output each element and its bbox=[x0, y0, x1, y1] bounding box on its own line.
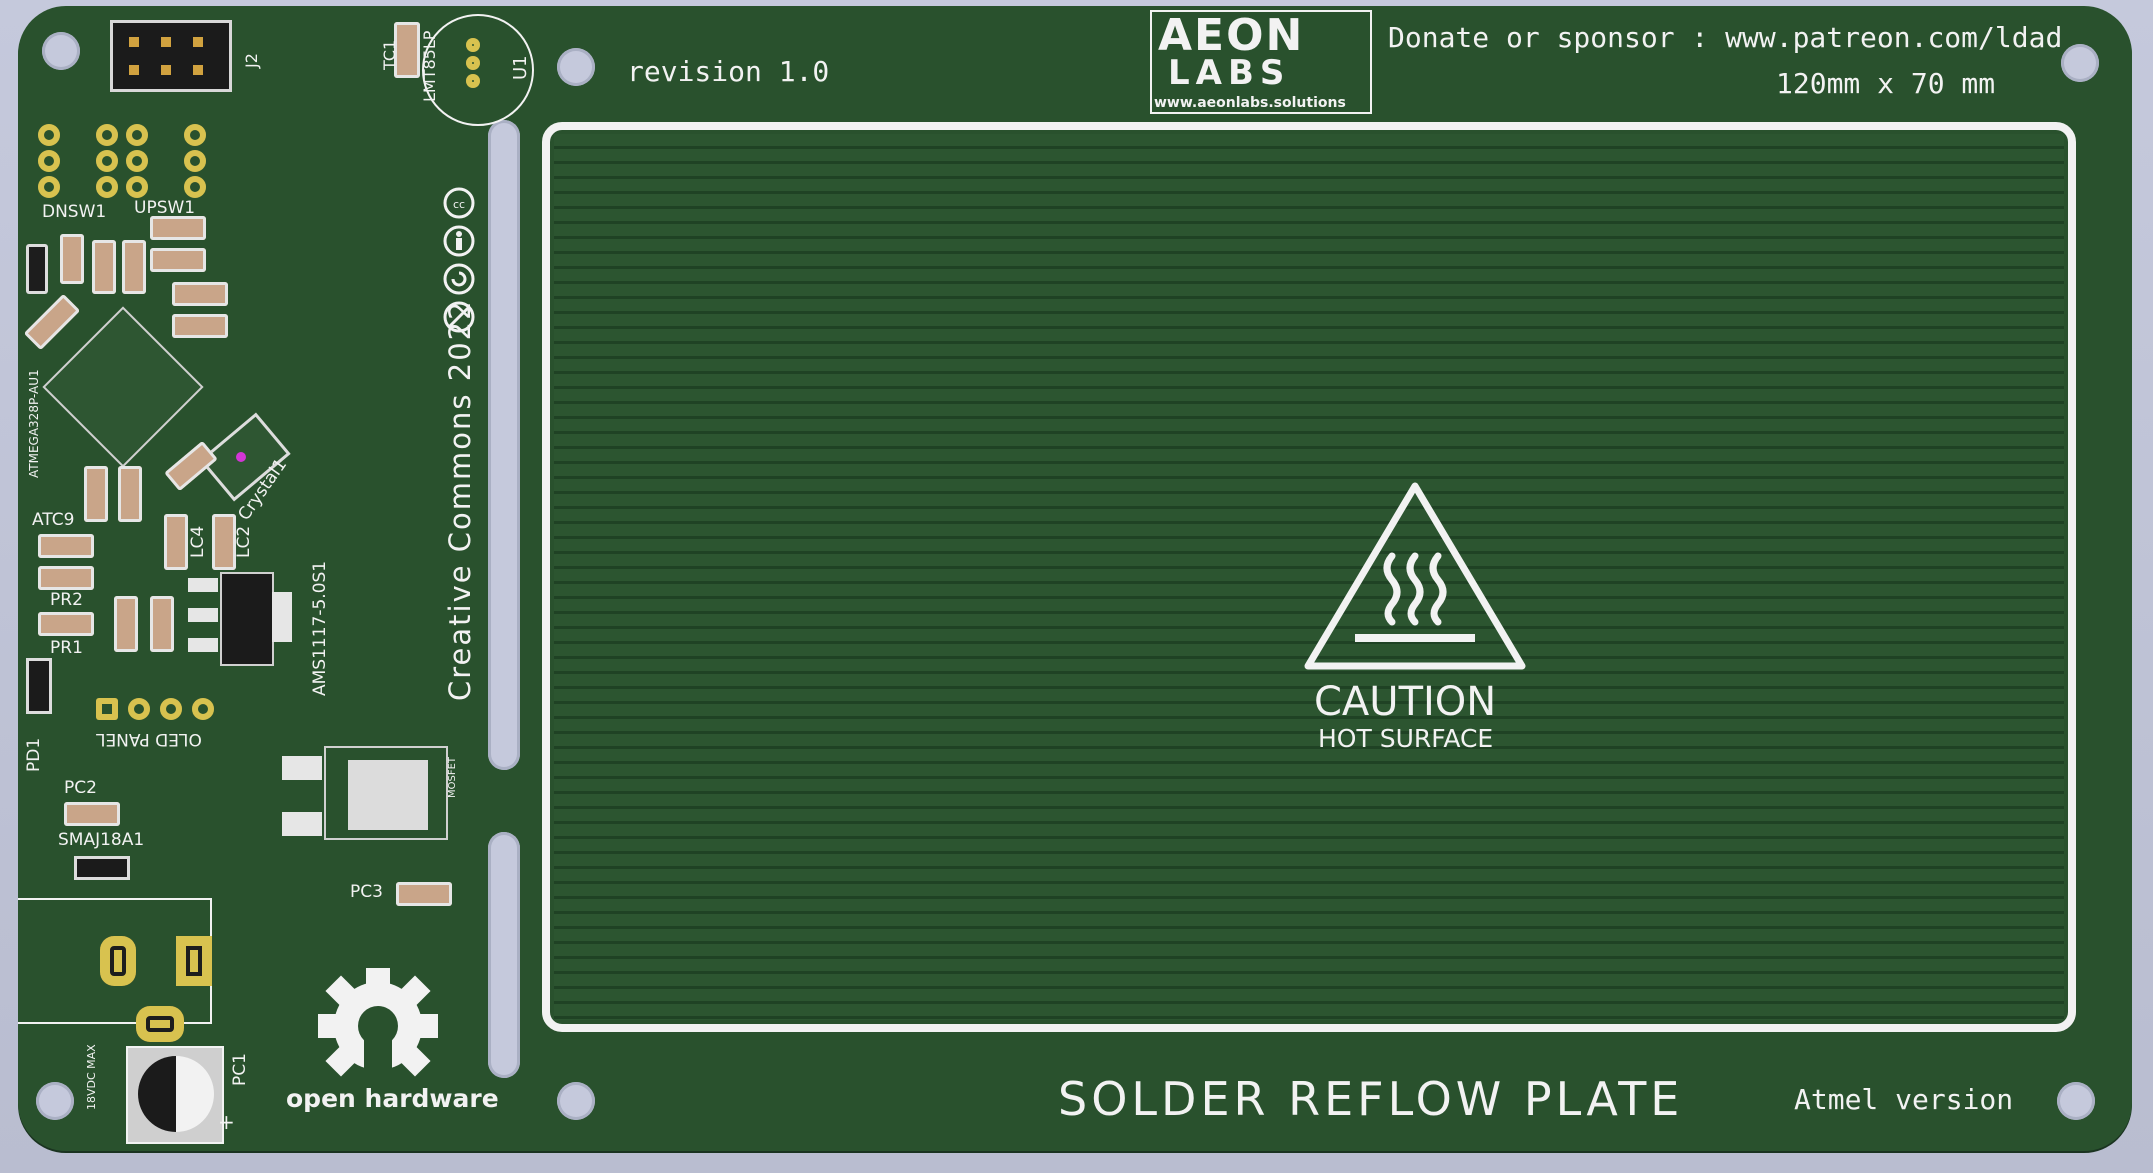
ref-u1: U1 bbox=[510, 55, 531, 80]
donate-label: Donate or sponsor : www.patreon.com/ldad bbox=[1388, 21, 2063, 54]
ref-j2: J2 bbox=[242, 53, 261, 68]
input-rating-label: 18VDC MAX bbox=[85, 1044, 98, 1110]
resistor bbox=[60, 234, 84, 284]
capacitor-atc9 bbox=[38, 534, 94, 558]
tvs-smaj18a1 bbox=[74, 856, 130, 880]
dc-jack-pad bbox=[100, 936, 136, 986]
ref-ams1117: AMS1117-5.0S1 bbox=[310, 560, 330, 696]
mounting-hole bbox=[36, 1082, 74, 1120]
capacitor-lc2 bbox=[212, 514, 236, 570]
heater-trace-area bbox=[554, 134, 2064, 1020]
capacitor-pc1 bbox=[126, 1046, 224, 1144]
oled-pad bbox=[192, 698, 214, 720]
noncommercial-icon bbox=[443, 301, 475, 333]
mosfet-label: MOSFET bbox=[447, 756, 458, 798]
aeon-labs-logo: AEON LABS www.aeonlabs.solutions bbox=[1150, 10, 1372, 114]
resistor bbox=[172, 314, 228, 338]
resistor bbox=[122, 240, 146, 294]
oled-pad bbox=[160, 698, 182, 720]
dimensions-label: 120mm x 70 mm bbox=[1776, 67, 1996, 100]
hot-surface-label: HOT SURFACE bbox=[1318, 724, 1494, 753]
caution-label: CAUTION bbox=[1314, 679, 1497, 725]
capacitor-pc3 bbox=[396, 882, 452, 906]
resistor bbox=[172, 282, 228, 306]
pcb-board: CAUTION HOT SURFACE revision 1.0 Donate … bbox=[18, 6, 2132, 1151]
resistor-pr2 bbox=[38, 612, 94, 636]
open-hardware-gear-icon bbox=[318, 968, 438, 1088]
ref-atc9: ATC9 bbox=[32, 510, 75, 530]
dc-jack-pad bbox=[176, 936, 212, 986]
ref-pd1: PD1 bbox=[24, 737, 44, 772]
j2-header bbox=[110, 20, 232, 92]
ref-dnsw1: DNSW1 bbox=[42, 202, 107, 222]
resistor bbox=[23, 293, 81, 351]
logo-labs-text: LABS bbox=[1168, 53, 1291, 93]
share-alike-icon bbox=[443, 263, 475, 295]
ref-tc1: TC1 bbox=[380, 39, 399, 70]
ref-pc1: PC1 bbox=[230, 1053, 250, 1086]
dc-jack-pad bbox=[136, 1006, 184, 1042]
resistor bbox=[118, 466, 142, 522]
ref-pr2: PR2 bbox=[50, 590, 83, 610]
svg-text:cc: cc bbox=[453, 198, 465, 211]
attribution-icon bbox=[443, 225, 475, 257]
led-pd1 bbox=[26, 658, 52, 714]
polarity-plus: + bbox=[218, 1110, 235, 1134]
license-label: Creative Commons 2022 bbox=[443, 299, 477, 701]
diode bbox=[26, 244, 48, 294]
ref-smaj18a1: SMAJ18A1 bbox=[58, 830, 145, 850]
version-label: Atmel version bbox=[1794, 1083, 2014, 1116]
mounting-hole bbox=[557, 1082, 595, 1120]
creative-commons-icon: cc bbox=[443, 187, 475, 219]
logo-url: www.aeonlabs.solutions bbox=[1154, 95, 1346, 111]
mounting-hole bbox=[557, 48, 595, 86]
ref-pc2: PC2 bbox=[64, 778, 97, 798]
open-hardware-label: open hardware bbox=[286, 1084, 499, 1113]
ref-pc3: PC3 bbox=[350, 882, 383, 902]
oled-pad bbox=[96, 698, 118, 720]
resistor bbox=[150, 596, 174, 652]
ref-pr1: PR1 bbox=[50, 638, 83, 658]
isolation-slot bbox=[488, 120, 520, 770]
ref-oled-panel: OLED PANEL bbox=[96, 729, 202, 749]
logo-aeon-text: AEON bbox=[1158, 10, 1305, 61]
ref-lc4: LC4 bbox=[188, 525, 208, 558]
ref-atmega328p: ATMEGA328P-AU1 bbox=[27, 369, 41, 478]
revision-label: revision 1.0 bbox=[627, 55, 830, 88]
resistor bbox=[38, 566, 94, 590]
mounting-hole bbox=[42, 32, 80, 70]
board-title: SOLDER REFLOW PLATE bbox=[1058, 1072, 1684, 1126]
resistor bbox=[114, 596, 138, 652]
resistor bbox=[150, 216, 206, 240]
ref-upsw1: UPSW1 bbox=[134, 198, 196, 218]
capacitor-pc2 bbox=[64, 802, 120, 826]
heater-outline bbox=[542, 122, 2076, 1032]
capacitor-tc1 bbox=[394, 22, 420, 78]
hot-surface-warning-icon bbox=[1304, 482, 1526, 670]
regulator-ams1117 bbox=[220, 572, 274, 666]
mounting-hole bbox=[2057, 1082, 2095, 1120]
oled-pad bbox=[128, 698, 150, 720]
resistor bbox=[92, 240, 116, 294]
resistor bbox=[150, 248, 206, 272]
mosfet bbox=[324, 746, 448, 840]
resistor bbox=[84, 466, 108, 522]
isolation-slot bbox=[488, 832, 520, 1078]
sensor-u1-outline bbox=[422, 14, 534, 126]
mounting-hole bbox=[2061, 44, 2099, 82]
ref-lc2: LC2 bbox=[234, 525, 254, 558]
capacitor-lc4 bbox=[164, 514, 188, 570]
